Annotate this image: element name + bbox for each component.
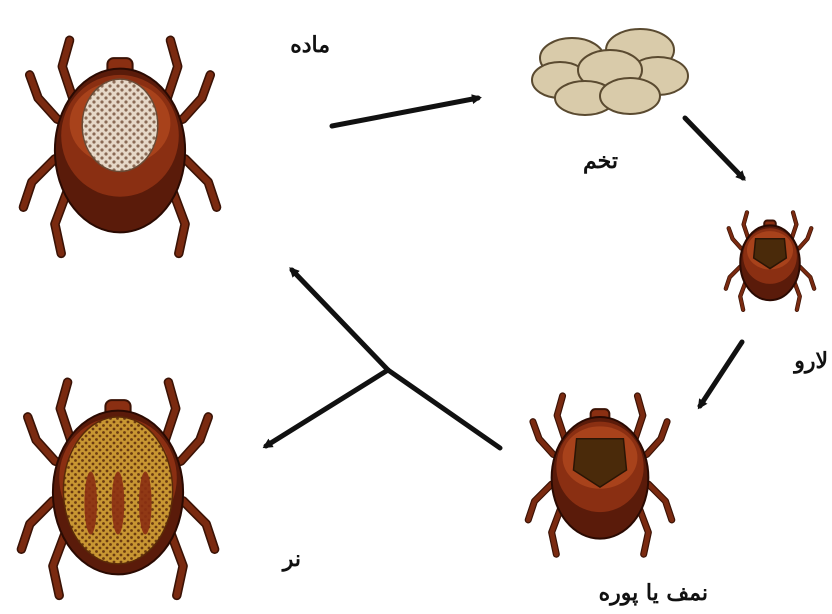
label-larva: لارو bbox=[794, 350, 828, 372]
label-nymph: نمف یا پوره bbox=[599, 582, 708, 604]
arrow-larva-to-nymph bbox=[700, 342, 742, 406]
egg-cluster-illustration bbox=[532, 29, 688, 115]
arrow-female-to-egg bbox=[332, 98, 478, 126]
arrow-nymph-to-fork bbox=[388, 370, 500, 448]
male-tick-illustration bbox=[21, 382, 214, 595]
arrow-egg-to-larva bbox=[685, 118, 743, 178]
nymph-tick-illustration bbox=[528, 396, 672, 554]
larva-tick-illustration bbox=[726, 212, 814, 309]
female-tick-illustration bbox=[23, 40, 216, 253]
label-egg: تخم bbox=[583, 150, 618, 172]
tick-scutum bbox=[82, 79, 158, 171]
label-male: نر bbox=[283, 548, 301, 570]
arrow-fork-to-female bbox=[292, 270, 388, 370]
label-female: ماده bbox=[290, 34, 330, 56]
arrow-fork-to-male bbox=[266, 370, 388, 446]
